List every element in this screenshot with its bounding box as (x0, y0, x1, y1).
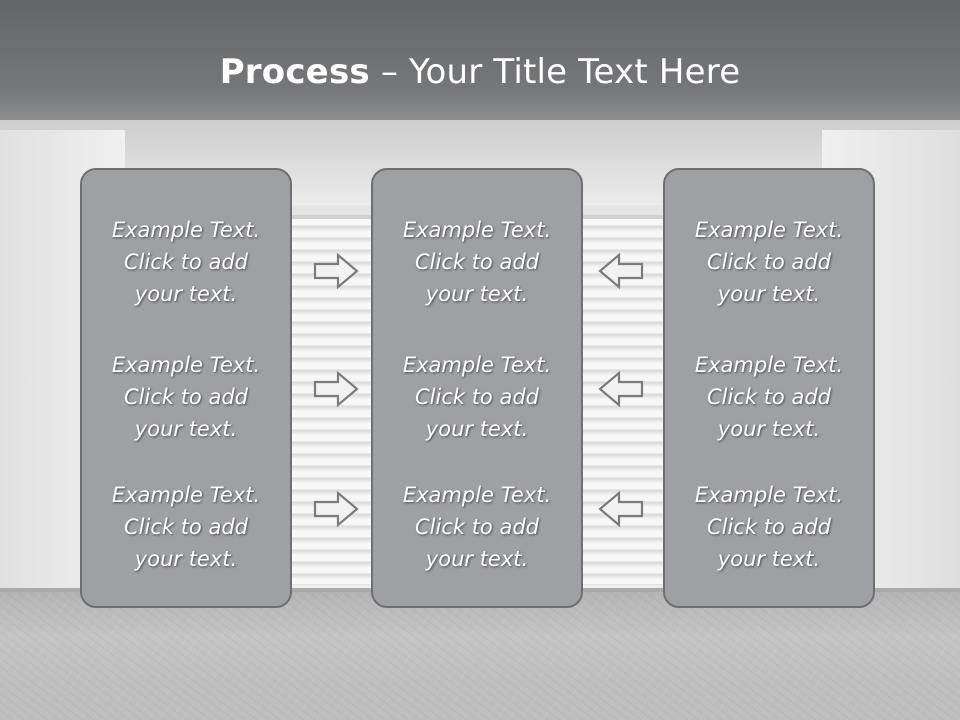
text-line: Click to add (123, 250, 248, 274)
text-line: Click to add (123, 385, 248, 409)
text-placeholder[interactable]: Example Text. Click to add your text. (82, 214, 290, 310)
text-line: Click to add (414, 515, 539, 539)
text-line: Example Text. (694, 218, 844, 242)
slide-title[interactable]: Process – Your Title Text Here (0, 52, 960, 92)
arrow-right-icon[interactable] (312, 369, 360, 409)
text-line: your text. (425, 417, 529, 441)
text-placeholder[interactable]: Example Text. Click to add your text. (82, 349, 290, 445)
text-line: Click to add (414, 385, 539, 409)
text-line: Click to add (123, 515, 248, 539)
background-floor-texture (0, 592, 960, 720)
text-placeholder[interactable]: Example Text. Click to add your text. (665, 214, 873, 310)
text-line: your text. (134, 282, 238, 306)
title-rest: – Your Title Text Here (369, 52, 741, 92)
text-line: Example Text. (694, 483, 844, 507)
text-line: Example Text. (694, 353, 844, 377)
text-line: Click to add (414, 250, 539, 274)
text-line: Example Text. (402, 353, 552, 377)
process-box-center[interactable]: Example Text. Click to add your text. Ex… (371, 168, 583, 608)
text-line: your text. (717, 282, 821, 306)
text-line: Click to add (706, 250, 831, 274)
arrow-right-icon[interactable] (312, 489, 360, 529)
text-line: your text. (717, 417, 821, 441)
text-placeholder[interactable]: Example Text. Click to add your text. (82, 479, 290, 575)
text-placeholder[interactable]: Example Text. Click to add your text. (665, 479, 873, 575)
text-line: your text. (425, 547, 529, 571)
text-line: Click to add (706, 385, 831, 409)
text-line: your text. (425, 282, 529, 306)
title-bold: Process (219, 52, 370, 92)
text-line: your text. (134, 547, 238, 571)
text-line: Example Text. (402, 218, 552, 242)
text-placeholder[interactable]: Example Text. Click to add your text. (373, 349, 581, 445)
arrow-left-icon[interactable] (597, 489, 645, 529)
text-line: Example Text. (111, 353, 261, 377)
text-placeholder[interactable]: Example Text. Click to add your text. (373, 479, 581, 575)
text-line: your text. (717, 547, 821, 571)
text-line: your text. (134, 417, 238, 441)
process-box-right[interactable]: Example Text. Click to add your text. Ex… (663, 168, 875, 608)
text-line: Example Text. (402, 483, 552, 507)
arrow-left-icon[interactable] (597, 251, 645, 291)
text-line: Example Text. (111, 483, 261, 507)
arrow-right-icon[interactable] (312, 251, 360, 291)
text-line: Click to add (706, 515, 831, 539)
arrow-left-icon[interactable] (597, 369, 645, 409)
process-box-left[interactable]: Example Text. Click to add your text. Ex… (80, 168, 292, 608)
text-line: Example Text. (111, 218, 261, 242)
background-floor (0, 590, 960, 720)
text-placeholder[interactable]: Example Text. Click to add your text. (373, 214, 581, 310)
text-placeholder[interactable]: Example Text. Click to add your text. (665, 349, 873, 445)
